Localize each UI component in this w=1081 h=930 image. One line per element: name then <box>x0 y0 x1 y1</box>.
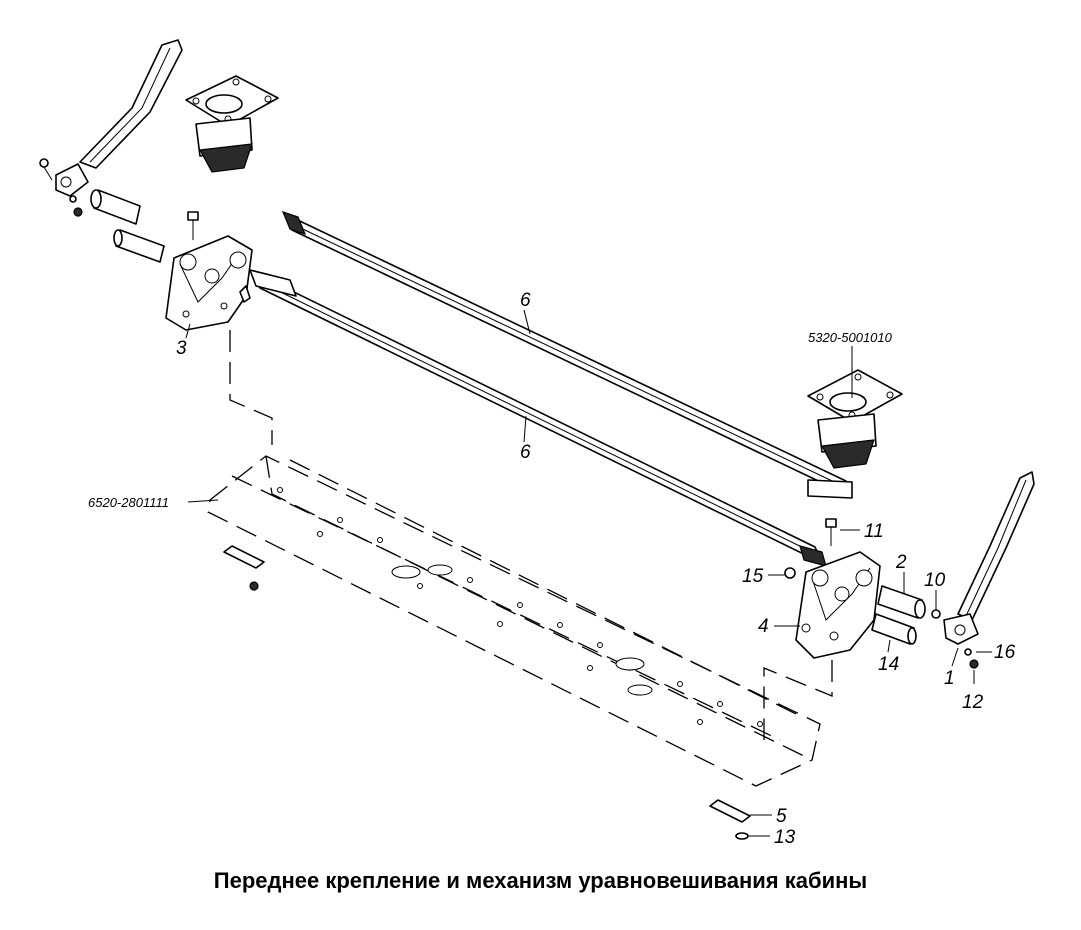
label-5: 5 <box>776 806 787 827</box>
torsion-bar-lower <box>249 269 827 567</box>
pin-15 <box>784 567 796 579</box>
leader-3 <box>185 323 191 339</box>
label-4: 4 <box>758 616 769 637</box>
crossmember <box>207 455 821 787</box>
lever-left <box>39 39 183 217</box>
label-1: 1 <box>944 668 955 689</box>
diagram-caption: Переднее крепление и механизм уравновеши… <box>213 868 868 893</box>
label-3: 3 <box>176 338 187 359</box>
leader-crossmember <box>187 499 219 503</box>
washer-10 <box>931 609 941 619</box>
bolt-left <box>187 211 199 240</box>
label-14: 14 <box>878 654 899 675</box>
bolt-right <box>825 518 837 546</box>
plate-5 <box>709 799 751 823</box>
leader-14 <box>887 639 891 653</box>
bushing-left-small <box>113 229 165 263</box>
cabin-mount-right <box>807 369 903 469</box>
label-16: 16 <box>994 642 1016 663</box>
bushing-right-large <box>877 585 926 619</box>
leader-1 <box>951 647 959 667</box>
guide-line-left <box>229 330 273 445</box>
bracket-right <box>795 551 881 659</box>
label-6-upper: 6 <box>520 290 531 311</box>
leader-6-lower <box>523 415 527 443</box>
bushing-left-large <box>90 189 141 225</box>
label-crossmember-code: 6520-2801111 <box>88 495 169 510</box>
label-6-lower: 6 <box>520 442 531 463</box>
plate-left <box>223 545 265 591</box>
label-13: 13 <box>774 827 796 848</box>
label-10: 10 <box>924 570 946 591</box>
label-15: 15 <box>742 566 764 587</box>
nut-13 <box>735 832 749 840</box>
label-12: 12 <box>962 692 984 713</box>
label-mount-code: 5320-5001010 <box>808 330 893 345</box>
cabin-mount-left <box>185 75 279 173</box>
torsion-bar-upper <box>281 211 853 499</box>
leader-6-upper <box>523 309 531 335</box>
label-2: 2 <box>895 552 907 573</box>
bushing-right-small <box>871 613 917 645</box>
label-11: 11 <box>864 521 884 542</box>
lever-right <box>943 471 1035 669</box>
bracket-left <box>165 235 253 331</box>
guide-line-right <box>763 660 833 740</box>
